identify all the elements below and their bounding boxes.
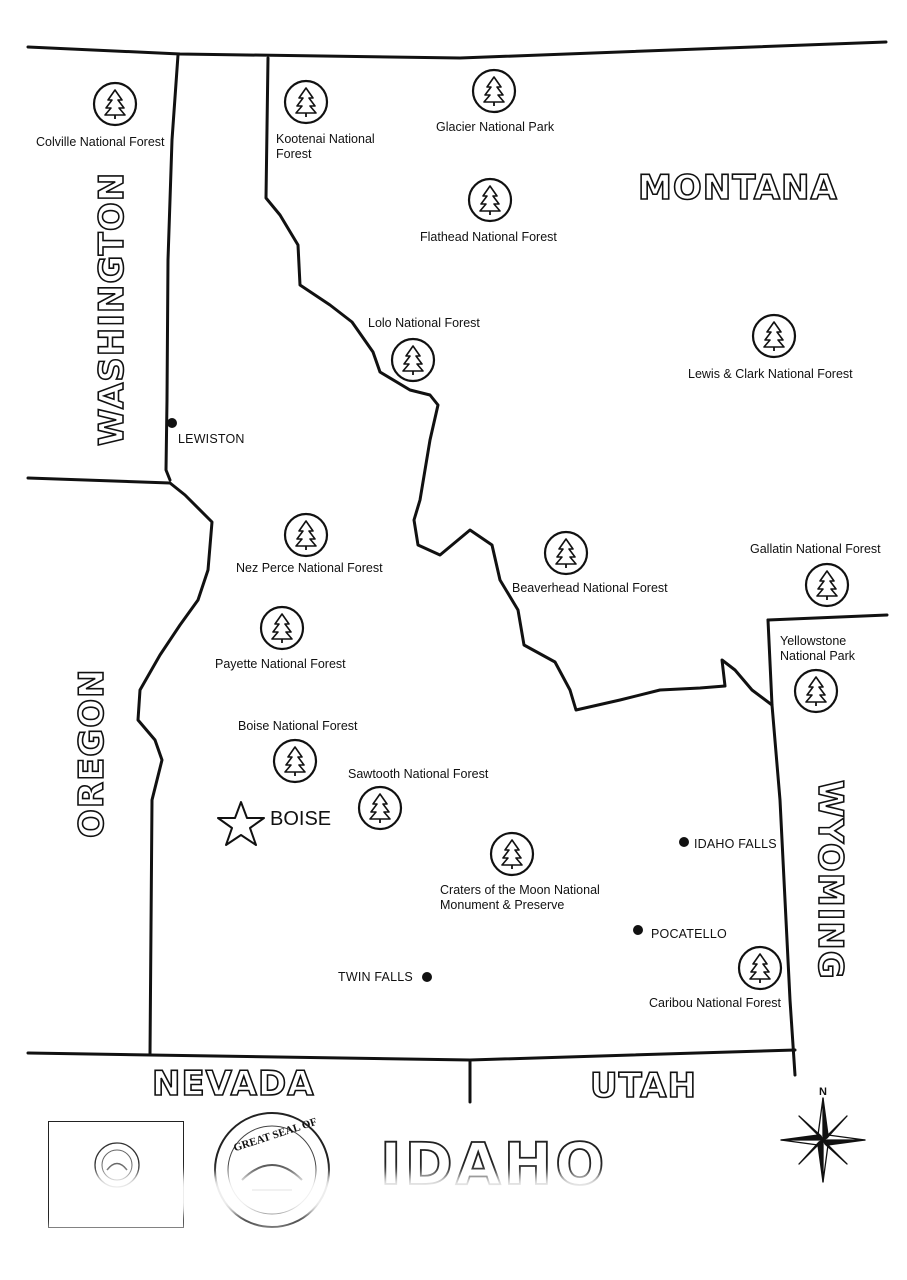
- star-icon: [217, 801, 265, 846]
- forest-icon-colville: [92, 81, 138, 127]
- label-lewis-clark: Lewis & Clark National Forest: [688, 367, 853, 381]
- dot-icon: [679, 837, 689, 847]
- washington-oregon-border: [26, 476, 172, 485]
- compass-rose-icon: [780, 1097, 866, 1183]
- label-glacier: Glacier National Park: [436, 120, 555, 134]
- forest-icon-boise: [272, 738, 318, 784]
- oregon-idaho-border: [136, 481, 214, 1057]
- forest-icon-payette: [259, 605, 305, 651]
- idaho-montana-border: [264, 56, 774, 712]
- washington-idaho-border: [164, 53, 180, 482]
- label-beaverhead: Beaverhead National Forest: [512, 581, 668, 595]
- state-label-nevada: NEVADA: [151, 1063, 315, 1105]
- label-craters: Craters of the Moon National Monument & …: [440, 883, 600, 912]
- city-label-pocatello: POCATELLO: [651, 927, 727, 941]
- city-label-idaho-falls: IDAHO FALLS: [694, 837, 777, 851]
- city-label-lewiston: LEWISTON: [178, 432, 245, 446]
- label-flathead: Flathead National Forest: [420, 230, 557, 244]
- forest-icon-craters: [489, 831, 535, 877]
- forest-icon-sawtooth: [357, 785, 403, 831]
- forest-icon-beaverhead: [543, 530, 589, 576]
- canada-border: [26, 40, 888, 60]
- forest-icon-lewis-clark: [751, 313, 797, 359]
- label-nez-perce: Nez Perce National Forest: [236, 561, 383, 575]
- label-payette: Payette National Forest: [215, 657, 346, 671]
- state-label-montana: MONTANA: [637, 167, 838, 209]
- dot-icon: [633, 925, 643, 935]
- southern-border: [26, 1048, 797, 1062]
- forest-icon-gallatin: [804, 562, 850, 608]
- forest-icon-caribou: [737, 945, 783, 991]
- forest-icon-kootenai: [283, 79, 329, 125]
- label-sawtooth: Sawtooth National Forest: [348, 767, 489, 781]
- state-label-utah: UTAH: [589, 1065, 697, 1107]
- state-label-oregon: OREGON: [71, 668, 113, 839]
- dot-icon: [422, 972, 432, 982]
- label-yellowstone: Yellowstone National Park: [780, 634, 856, 663]
- forest-icon-nez-perce: [283, 512, 329, 558]
- forest-icon-lolo: [390, 337, 436, 383]
- state-label-washington: WASHINGTON: [91, 171, 133, 447]
- forest-icon-flathead: [467, 177, 513, 223]
- label-caribou: Caribou National Forest: [649, 996, 782, 1010]
- label-boise-nf: Boise National Forest: [238, 719, 358, 733]
- compass-north-label: N: [819, 1086, 827, 1098]
- idaho-wyoming-border: [766, 618, 797, 1077]
- label-kootenai: Kootenai National Forest: [276, 132, 375, 161]
- label-lolo: Lolo National Forest: [368, 316, 480, 330]
- faded-band-lower: [40, 1228, 740, 1278]
- city-label-twin-falls: TWIN FALLS: [338, 970, 413, 984]
- forest-icon-yellowstone: [793, 668, 839, 714]
- dot-icon: [167, 418, 177, 428]
- capital-label: BOISE: [270, 808, 332, 830]
- label-colville: Colville National Forest: [36, 135, 165, 149]
- state-label-wyoming: WYOMING: [809, 779, 851, 980]
- label-gallatin: Gallatin National Forest: [750, 542, 881, 556]
- forest-icon-glacier: [471, 68, 517, 114]
- faded-band: [60, 1175, 660, 1215]
- wyoming-border: [766, 613, 889, 622]
